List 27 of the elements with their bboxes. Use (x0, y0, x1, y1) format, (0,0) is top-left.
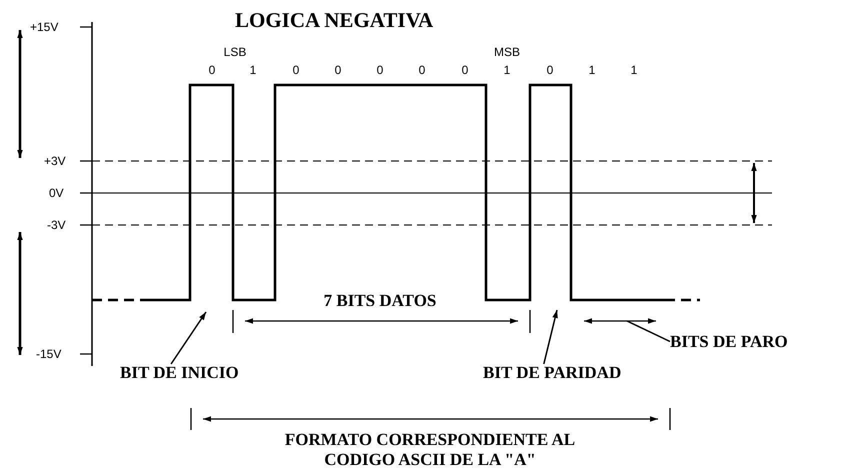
dimension-label: 7 BITS DATOS (324, 292, 436, 308)
bit-value: 0 (292, 64, 300, 76)
bit-value: 0 (546, 64, 554, 76)
pointer-arrow (543, 310, 558, 364)
bit-value: 0 (376, 64, 384, 76)
callout-text: BIT DE INICIO (120, 364, 239, 381)
bit-value: 0 (334, 64, 342, 76)
voltage-label: -3V (47, 219, 66, 231)
pointer-arrow (170, 312, 207, 364)
bit-value: 1 (504, 64, 510, 76)
caption-text: FORMATO CORRESPONDIENTE AL CODIGO ASCII DE LA "A" (284, 430, 576, 470)
bit-marker: LSB (224, 46, 246, 58)
bit-value: 1 (588, 64, 596, 76)
diagram-title: LOGICA NEGATIVA (235, 10, 434, 31)
bit-value: 1 (630, 64, 638, 76)
voltage-label: -15V (36, 348, 62, 360)
callout-text: BIT DE PARIDAD (483, 364, 622, 381)
bit-value: 0 (208, 64, 216, 76)
bit-value: 0 (418, 64, 426, 76)
voltage-label: +3V (44, 155, 66, 167)
voltage-label: 0V (49, 187, 64, 199)
bit-value: 0 (462, 64, 468, 76)
voltage-label: +15V (30, 21, 58, 33)
bit-marker: MSB (494, 46, 520, 58)
callout-text: BITS DE PARO (670, 333, 788, 350)
bit-value: 1 (250, 64, 256, 76)
leader-line (626, 320, 670, 342)
